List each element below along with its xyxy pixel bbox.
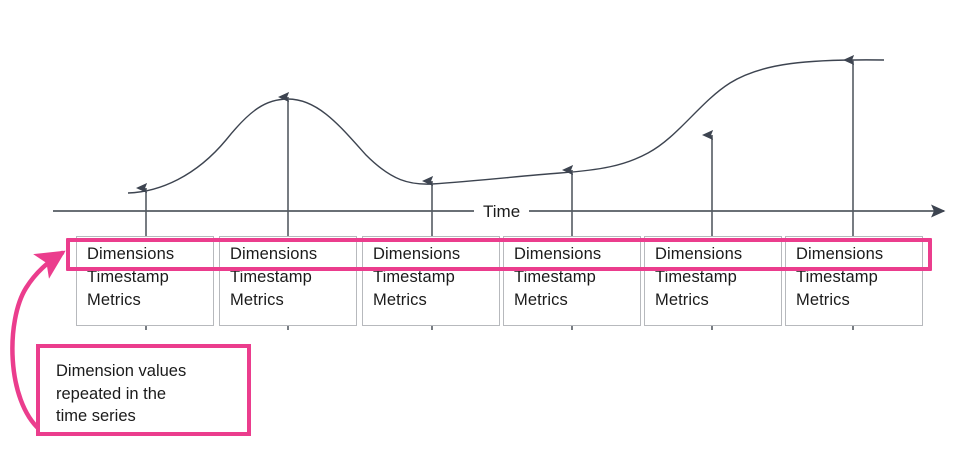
- record-box[interactable]: Dimensions Timestamp Metrics: [785, 236, 923, 326]
- dimensions-highlight-band: [66, 238, 932, 271]
- record-metrics: Metrics: [230, 291, 284, 309]
- record-dimensions: Dimensions: [655, 245, 743, 263]
- record-dimensions: Dimensions: [230, 245, 318, 263]
- record-metrics: Metrics: [373, 291, 427, 309]
- callout-line: time series: [56, 407, 136, 425]
- callout-note: Dimension values repeated in the time se…: [36, 344, 251, 436]
- record-box[interactable]: Dimensions Timestamp Metrics: [644, 236, 782, 326]
- record-timestamp: Timestamp: [230, 268, 312, 286]
- record-box[interactable]: Dimensions Timestamp Metrics: [219, 236, 357, 326]
- record-dimensions: Dimensions: [796, 245, 884, 263]
- record-box[interactable]: Dimensions Timestamp Metrics: [76, 236, 214, 326]
- record-timestamp: Timestamp: [373, 268, 455, 286]
- callout-line: repeated in the: [56, 384, 167, 403]
- record-box[interactable]: Dimensions Timestamp Metrics: [362, 236, 500, 326]
- record-dimensions: Dimensions: [373, 245, 461, 263]
- record-metrics: Metrics: [796, 291, 850, 309]
- record-timestamp: Timestamp: [87, 268, 169, 286]
- record-metrics: Metrics: [655, 291, 709, 309]
- record-timestamp: Timestamp: [655, 268, 737, 286]
- record-timestamp: Timestamp: [514, 268, 596, 286]
- record-box[interactable]: Dimensions Timestamp Metrics: [503, 236, 641, 326]
- record-timestamp: Timestamp: [796, 268, 878, 286]
- callout-line: Dimension values: [56, 362, 187, 380]
- record-metrics: Metrics: [514, 291, 568, 309]
- record-dimensions: Dimensions: [514, 245, 602, 263]
- metric-curve: [127, 59, 885, 194]
- axis-label-time: Time: [474, 202, 530, 221]
- record-dimensions: Dimensions: [87, 245, 175, 263]
- callout-connector-arrow: [10, 250, 66, 433]
- record-metrics: Metrics: [87, 291, 141, 309]
